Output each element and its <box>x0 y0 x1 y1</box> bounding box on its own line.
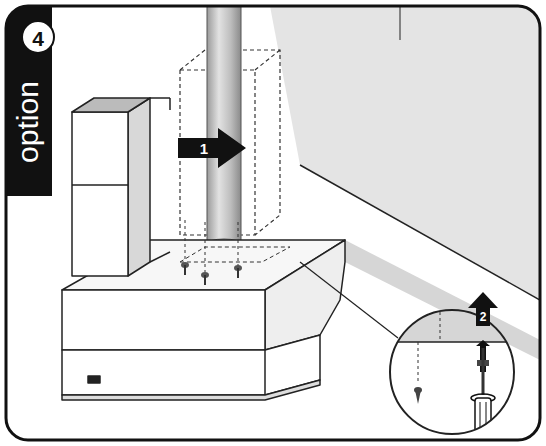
direction-arrow <box>178 128 246 168</box>
wall-shadow <box>345 240 540 360</box>
callout-number: 1 <box>200 141 208 156</box>
callout-number: 2 <box>480 311 487 323</box>
detail-inset-contents <box>380 300 540 438</box>
leader-line <box>300 262 398 338</box>
chimney-base-outline <box>180 247 290 262</box>
direction-arrow <box>468 292 498 326</box>
frame <box>6 6 540 440</box>
step-number: 4 <box>32 28 44 49</box>
scene <box>6 6 540 438</box>
duct-pipe <box>207 6 241 244</box>
chimney-cover <box>72 98 170 276</box>
detail-inset-border <box>390 310 514 434</box>
option-label: option <box>13 81 43 163</box>
step-circle <box>22 21 54 53</box>
screws <box>181 220 242 285</box>
wall-edge <box>400 6 401 40</box>
